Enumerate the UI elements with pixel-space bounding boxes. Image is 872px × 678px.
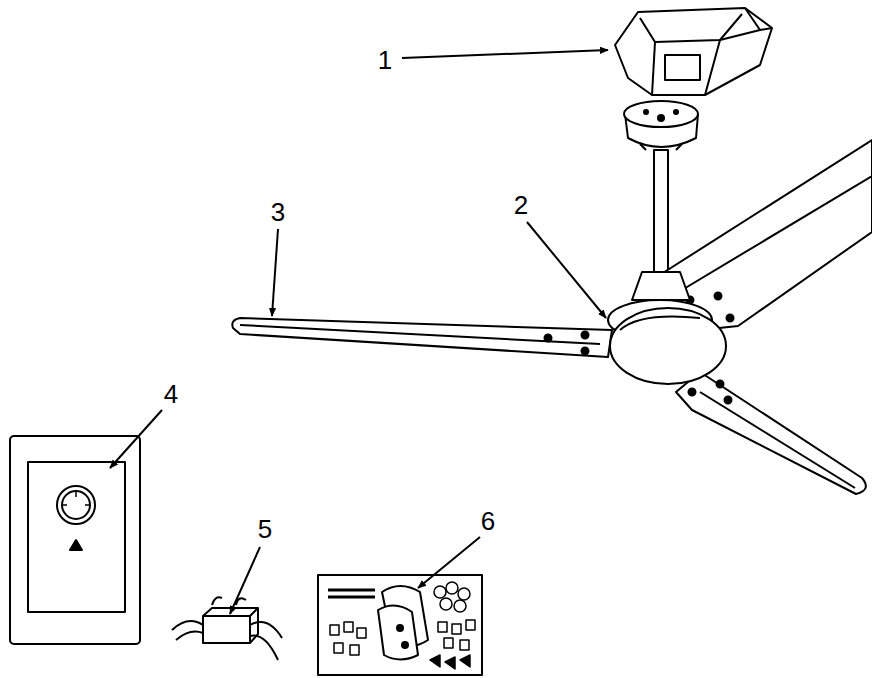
callout-number: 2	[514, 192, 528, 218]
callout-number: 6	[481, 508, 495, 534]
leader-lines	[110, 50, 608, 614]
callout-number: 5	[258, 516, 272, 542]
capacitor	[172, 597, 282, 660]
downrod	[654, 150, 668, 275]
canopy	[624, 101, 698, 150]
hardware-kit	[318, 575, 482, 675]
callout-number: 4	[164, 381, 178, 407]
motor-housing	[608, 272, 726, 384]
mounting-bracket	[615, 8, 772, 95]
fan-blade	[676, 372, 866, 494]
callout-number: 3	[271, 199, 285, 225]
callout-number: 1	[378, 47, 392, 73]
fan-blade	[232, 318, 612, 357]
wall-control	[10, 436, 140, 644]
